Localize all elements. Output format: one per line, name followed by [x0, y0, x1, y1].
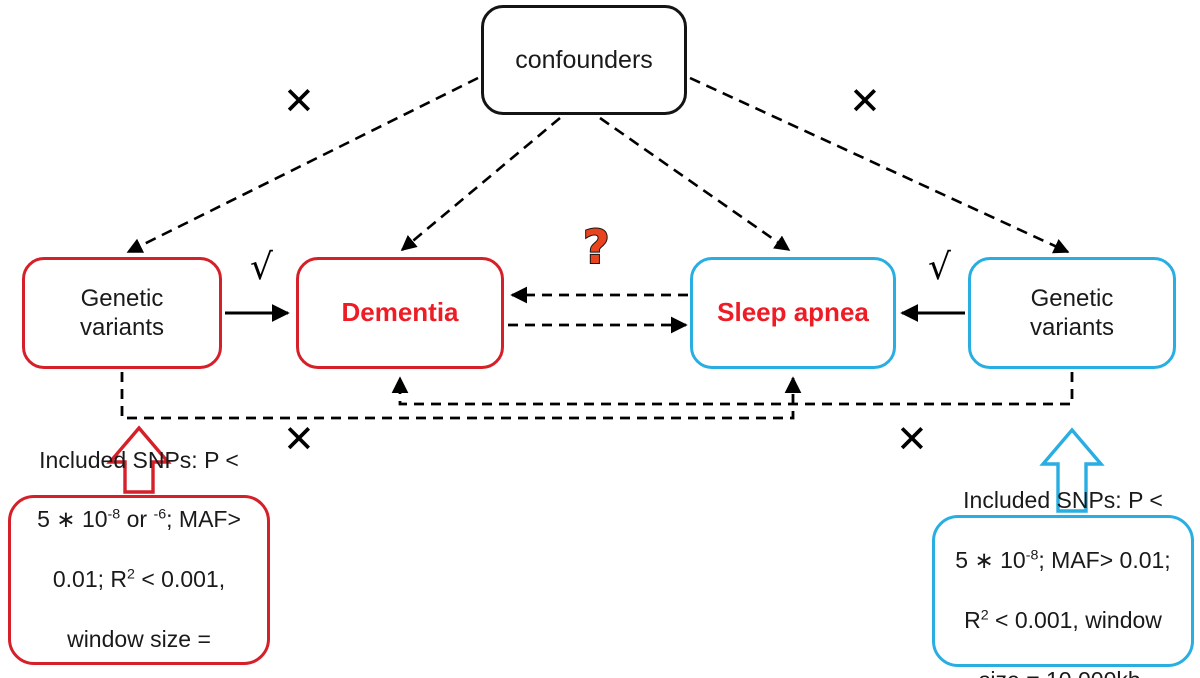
note-left-line-2-a: 5 ∗ 10 — [37, 506, 108, 533]
note-included-snps-left-text: Included SNPs: P < 5 ∗ 10-8 or -6; MAF> … — [37, 416, 241, 678]
edge-genetic-left-to-sleep-apnea-pleiotropy — [120, 372, 802, 420]
node-confounders[interactable]: confounders — [481, 5, 687, 115]
note-right-line-3-a: R — [964, 606, 981, 633]
note-left-exponent-1: -8 — [107, 506, 121, 523]
note-right-line-1: Included SNPs: P < — [963, 487, 1163, 514]
cross-mark-icon-confounders-genetic-left: ✕ — [283, 79, 315, 123]
note-right-line-2: 5 ∗ 10-8; MAF> 0.01; — [955, 546, 1170, 576]
note-right-line-4: size = 10,000kb. — [955, 666, 1170, 678]
note-left-line-4: window size = — [67, 625, 211, 652]
node-dementia[interactable]: Dementia — [296, 257, 504, 369]
note-left-exponent-2: -6 — [153, 506, 167, 523]
node-confounders-label: confounders — [515, 45, 653, 74]
node-genetic-variants-left[interactable]: Genetic variants — [22, 257, 222, 369]
node-sleep-apnea-label: Sleep apnea — [717, 297, 869, 328]
note-left-line-2-c: ; MAF> — [166, 506, 241, 533]
node-sleep-apnea[interactable]: Sleep apnea — [690, 257, 896, 369]
note-right-exponent-1: -8 — [1025, 547, 1039, 564]
note-left-r-squared: 2 — [127, 566, 135, 583]
note-left-line-3: 0.01; R2 < 0.001, — [37, 565, 241, 595]
edge-genetic-right-to-dementia-pleiotropy — [391, 372, 1074, 406]
note-included-snps-right-text: Included SNPs: P < 5 ∗ 10-8; MAF> 0.01; … — [955, 457, 1170, 678]
node-dementia-label: Dementia — [341, 297, 459, 328]
question-mark-icon-causal-direction: ? — [582, 220, 611, 274]
node-genetic-variants-right-label: Genetic variants — [1029, 284, 1115, 341]
note-left-line-3-b: < 0.001, — [134, 566, 226, 593]
cross-mark-icon-pleiotropy-right: ✕ — [896, 417, 928, 461]
edge-confounders-to-sleep-apnea — [599, 116, 791, 252]
note-left-line-3-a: 0.01; R — [52, 566, 128, 593]
node-genetic-variants-left-label: Genetic variants — [79, 284, 165, 341]
note-right-r-squared: 2 — [980, 607, 989, 624]
note-left-line-1: Included SNPs: P < — [39, 446, 239, 473]
note-right-line-2-a: 5 ∗ 10 — [955, 547, 1026, 574]
cross-mark-icon-confounders-genetic-right: ✕ — [849, 79, 881, 123]
note-right-line-3: R2 < 0.001, window — [955, 606, 1170, 636]
check-mark-icon-relevance-right: √ — [928, 247, 951, 288]
note-included-snps-left[interactable]: Included SNPs: P < 5 ∗ 10-8 or -6; MAF> … — [8, 447, 270, 665]
note-left-line-2: 5 ∗ 10-8 or -6; MAF> — [37, 505, 241, 535]
note-right-line-3-b: < 0.001, window — [988, 606, 1162, 633]
node-genetic-variants-right[interactable]: Genetic variants — [968, 257, 1176, 369]
check-mark-icon-relevance-left: √ — [250, 247, 273, 288]
note-left-line-2-b: or — [120, 506, 154, 533]
note-right-line-2-c: ; MAF> 0.01; — [1038, 547, 1171, 574]
edge-confounders-to-dementia — [400, 117, 561, 252]
cross-mark-icon-pleiotropy-left: ✕ — [283, 417, 315, 461]
note-included-snps-right[interactable]: Included SNPs: P < 5 ∗ 10-8; MAF> 0.01; … — [932, 487, 1194, 678]
